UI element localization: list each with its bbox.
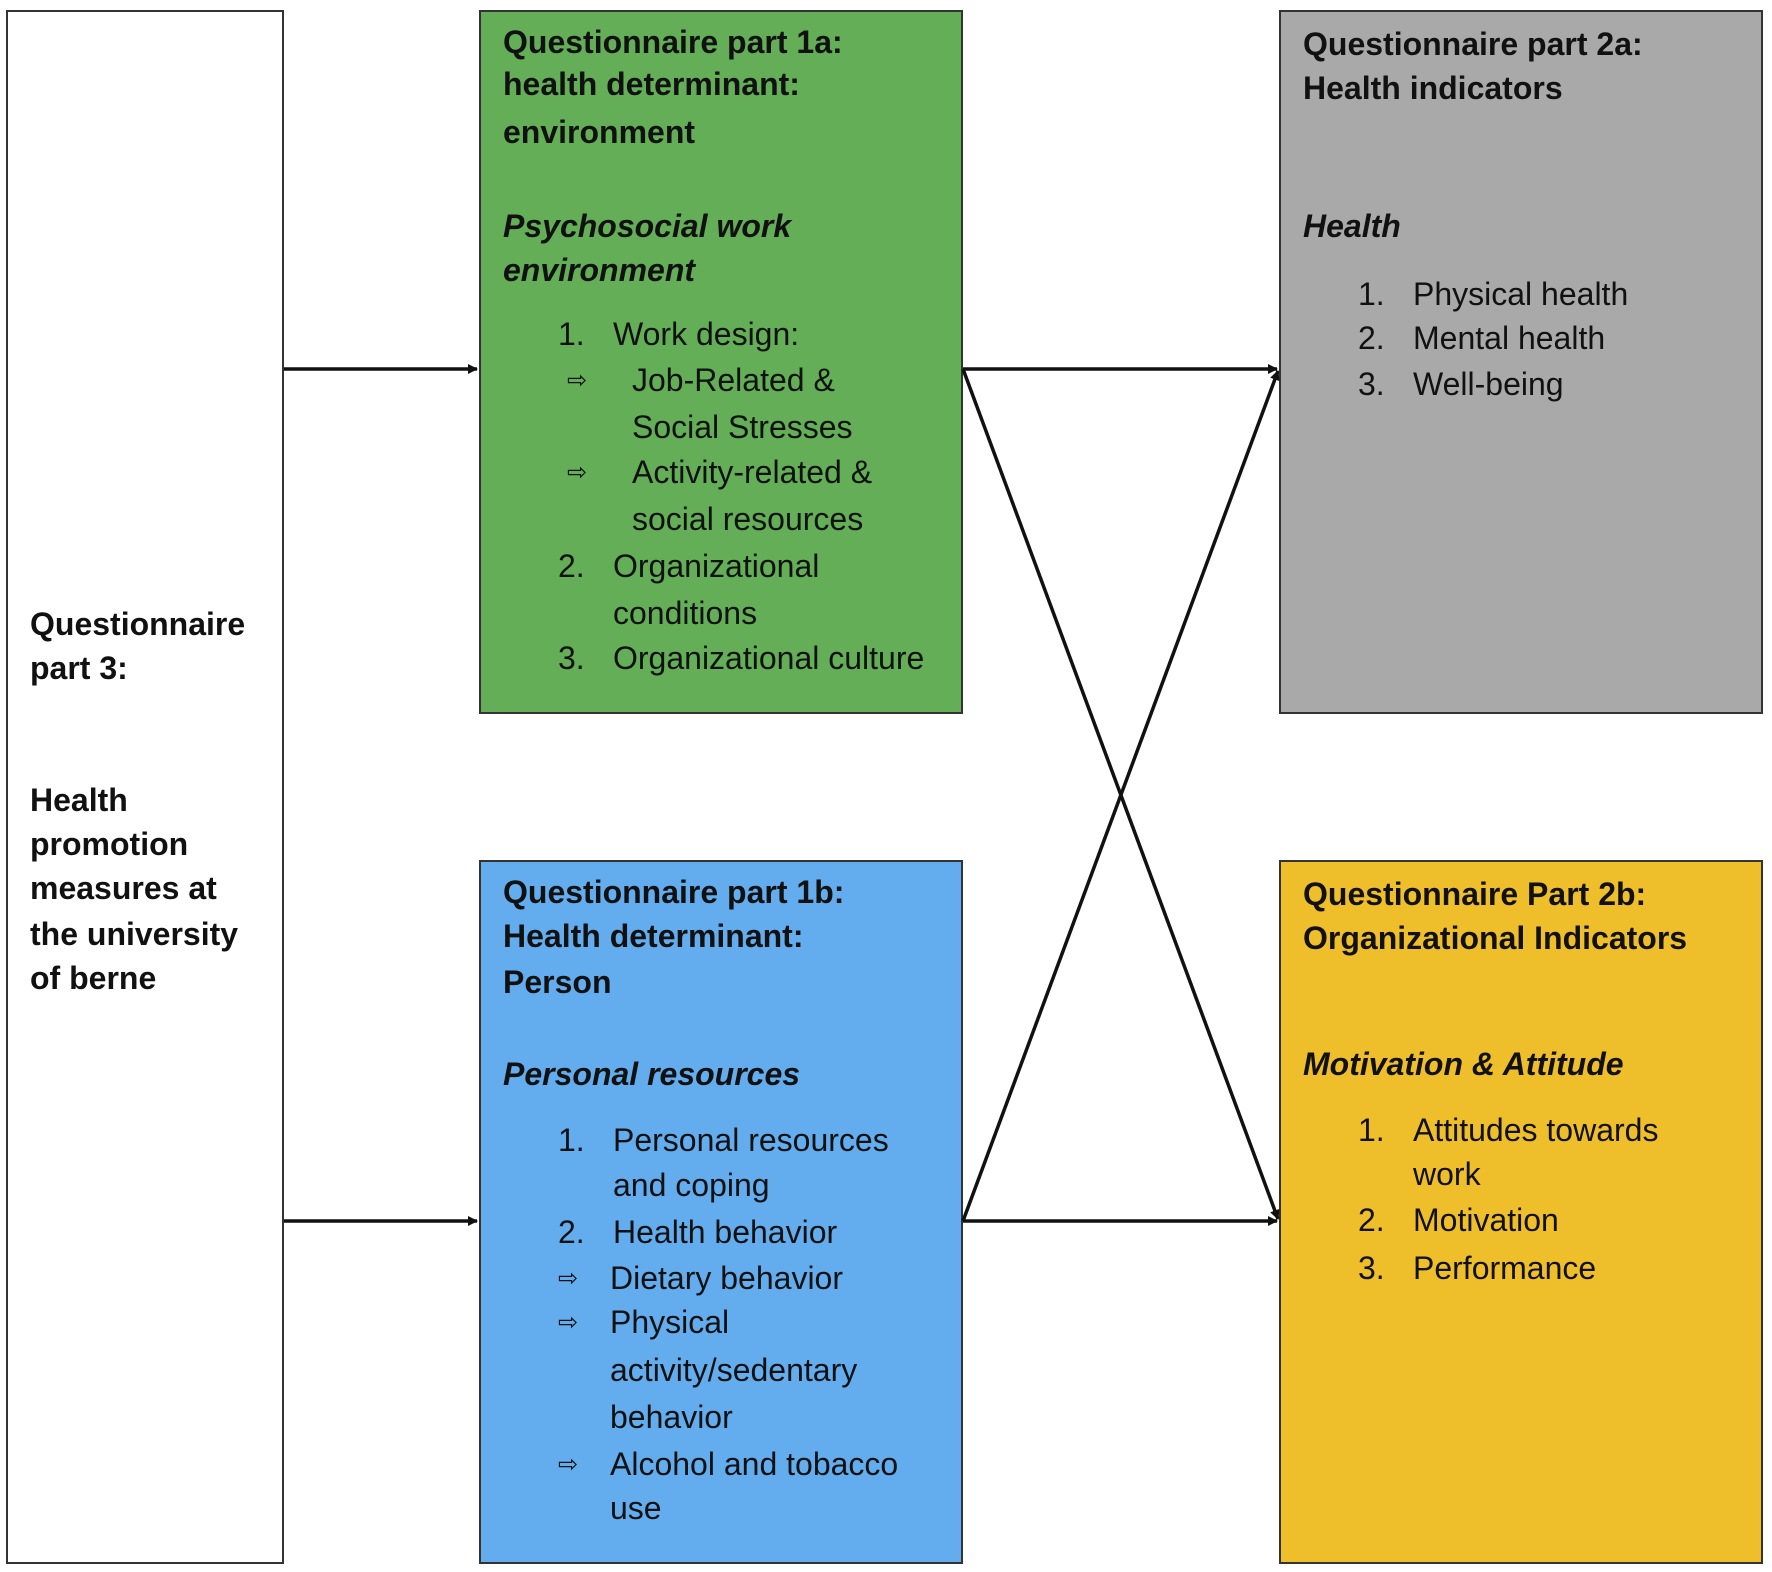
part2b-item-3-number: 3. <box>1358 1250 1385 1286</box>
box-questionnaire-part1b <box>479 860 963 1564</box>
part3-description-line-3: measures at <box>30 870 217 906</box>
part3-title-line-1: Questionnaire <box>30 606 246 642</box>
part1b-item-1-number: 1. <box>558 1122 585 1158</box>
box-questionnaire-part3 <box>6 10 284 1564</box>
part2b-item-2-text: Motivation <box>1413 1202 1559 1238</box>
part1b-subitem-2-line-3: behavior <box>610 1399 733 1435</box>
part1a-subitem-1-line-1: Job-Related & <box>632 362 835 398</box>
part1a-title-line-1: Questionnaire part 1a: <box>503 24 843 60</box>
part1a-subitem-2-line-2: social resources <box>632 501 864 537</box>
part3-description-line-4: the university <box>30 916 239 952</box>
arrow-bullet-icon: ⇨ <box>558 1451 579 1478</box>
part1a-subitem-2-line-1: Activity-related & <box>632 454 873 490</box>
arrow-part1b-to-part2a <box>961 370 1280 1222</box>
part2b-item-1-line-1: Attitudes towards <box>1413 1112 1659 1148</box>
part1a-item-3-number: 3. <box>558 640 585 676</box>
part1a-item-2-line-1: Organizational <box>613 548 820 584</box>
part1b-item-1-line-2: and coping <box>613 1167 770 1203</box>
part2a-item-1-number: 1. <box>1358 276 1385 312</box>
part1b-title-line-3: Person <box>503 964 612 1000</box>
part2b-subtitle: Motivation & Attitude <box>1303 1046 1624 1082</box>
part1b-subtitle: Personal resources <box>503 1056 801 1092</box>
part1b-title-line-1: Questionnaire part 1b: <box>503 874 845 910</box>
part2a-item-2-number: 2. <box>1358 320 1385 356</box>
part2a-item-3-text: Well-being <box>1413 366 1564 402</box>
part1b-item-1-line-1: Personal resources <box>613 1122 889 1158</box>
part1b-subitem-1-text: Dietary behavior <box>610 1260 843 1296</box>
part2b-item-3-text: Performance <box>1413 1250 1597 1286</box>
part1b-subitem-2-line-2: activity/sedentary <box>610 1352 858 1388</box>
part1b-subitem-3-line-1: Alcohol and tobacco <box>610 1446 899 1482</box>
part3-title-line-2: part 3: <box>30 650 128 686</box>
part1a-item-1-number: 1. <box>558 316 585 352</box>
part2a-subtitle: Health <box>1303 208 1401 244</box>
part2a-title-line-2: Health indicators <box>1303 70 1563 106</box>
part2a-title-line-1: Questionnaire part 2a: <box>1303 26 1643 62</box>
part1a-item-2-line-2: conditions <box>613 595 758 631</box>
part1a-subitem-1-line-2: Social Stresses <box>632 409 853 445</box>
box-questionnaire-part1a <box>479 10 963 714</box>
box-questionnaire-part2b <box>1279 860 1763 1564</box>
part1a-subtitle-line-1: Psychosocial work <box>503 208 792 244</box>
part1a-title-line-2: health determinant: <box>503 66 800 102</box>
part2a-item-3-number: 3. <box>1358 366 1385 402</box>
part1a-item-3-text: Organizational culture <box>613 640 925 676</box>
part3-description-line-1: Health <box>30 782 128 818</box>
part2b-item-1-line-2: work <box>1413 1156 1481 1192</box>
arrow-bullet-icon: ⇨ <box>558 1265 579 1292</box>
part1b-subitem-3-line-2: use <box>610 1490 662 1526</box>
part1a-item-2-number: 2. <box>558 548 585 584</box>
part2b-item-1-number: 1. <box>1358 1112 1385 1148</box>
part2a-item-2-text: Mental health <box>1413 320 1606 356</box>
arrow-bullet-icon: ⇨ <box>558 1309 579 1336</box>
arrow-bullet-icon: ⇨ <box>567 367 588 394</box>
part2b-title-line-2: Organizational Indicators <box>1303 920 1688 956</box>
part2b-title-line-1: Questionnaire Part 2b: <box>1303 876 1647 912</box>
part1b-item-2-text: Health behavior <box>613 1214 838 1250</box>
part1a-title-line-3: environment <box>503 114 696 150</box>
part2a-item-1-text: Physical health <box>1413 276 1629 312</box>
part1a-item-1-text: Work design: <box>613 316 800 352</box>
part1a-subtitle-line-2: environment <box>503 252 696 288</box>
part3-description-line-5: of berne <box>30 960 157 996</box>
arrow-bullet-icon: ⇨ <box>567 459 588 486</box>
part1b-title-line-2: Health determinant: <box>503 918 804 954</box>
box-questionnaire-part2a <box>1279 10 1763 714</box>
part2b-item-2-number: 2. <box>1358 1202 1385 1238</box>
part1b-subitem-2-line-1: Physical <box>610 1304 730 1340</box>
part3-description-line-2: promotion <box>30 826 189 862</box>
part1b-item-2-number: 2. <box>558 1214 585 1250</box>
